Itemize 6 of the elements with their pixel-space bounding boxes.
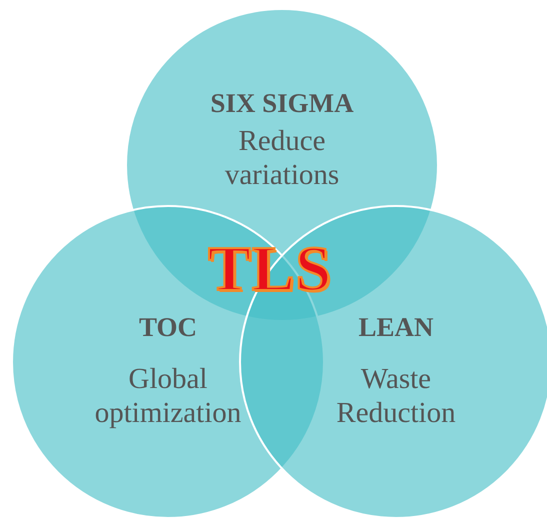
circle-text: Global optimization [94, 362, 242, 430]
circle-heading: TOC [138, 312, 198, 343]
circle-heading: LEAN [358, 312, 434, 343]
circle-text: Reduce variations [224, 124, 340, 192]
circle-text: Waste Reduction [335, 362, 457, 430]
circle-heading: SIX SIGMA [210, 88, 354, 119]
